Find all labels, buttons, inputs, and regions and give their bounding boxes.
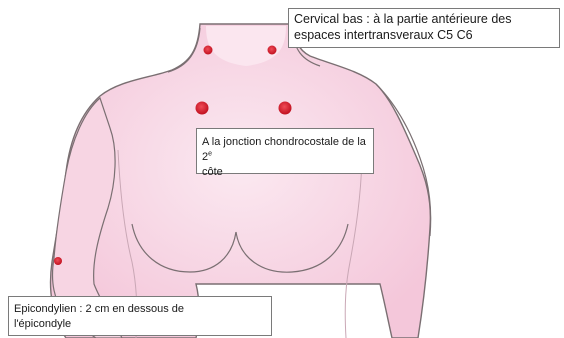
chondrocostal-label-line2: côte bbox=[202, 165, 368, 180]
chondrocostal-label-main: A la jonction chondrocostale de la 2 bbox=[202, 136, 366, 163]
epicondyle-point bbox=[54, 257, 62, 265]
low-cervical-right-point bbox=[268, 46, 277, 55]
cervical-label-line1: Cervical bas : à la partie antérieure de… bbox=[294, 11, 554, 27]
second-rib-right-point bbox=[279, 102, 292, 115]
cervical-label-box: Cervical bas : à la partie antérieure de… bbox=[288, 8, 560, 48]
chondrocostal-label-box: A la jonction chondrocostale de la 2e cô… bbox=[196, 128, 374, 174]
epicondyle-label-box: Epicondylien : 2 cm en dessous de l'épic… bbox=[8, 296, 272, 336]
cervical-label-line2: espaces intertransveraux C5 C6 bbox=[294, 27, 554, 43]
epicondyle-label-line1: Epicondylien : 2 cm en dessous de bbox=[14, 302, 266, 317]
epicondyle-label-line2: l'épicondyle bbox=[14, 317, 266, 332]
low-cervical-left-point bbox=[204, 46, 213, 55]
second-rib-left-point bbox=[196, 102, 209, 115]
chondrocostal-label-superscript: e bbox=[208, 150, 212, 157]
chondrocostal-label-line1: A la jonction chondrocostale de la 2e bbox=[202, 135, 368, 165]
